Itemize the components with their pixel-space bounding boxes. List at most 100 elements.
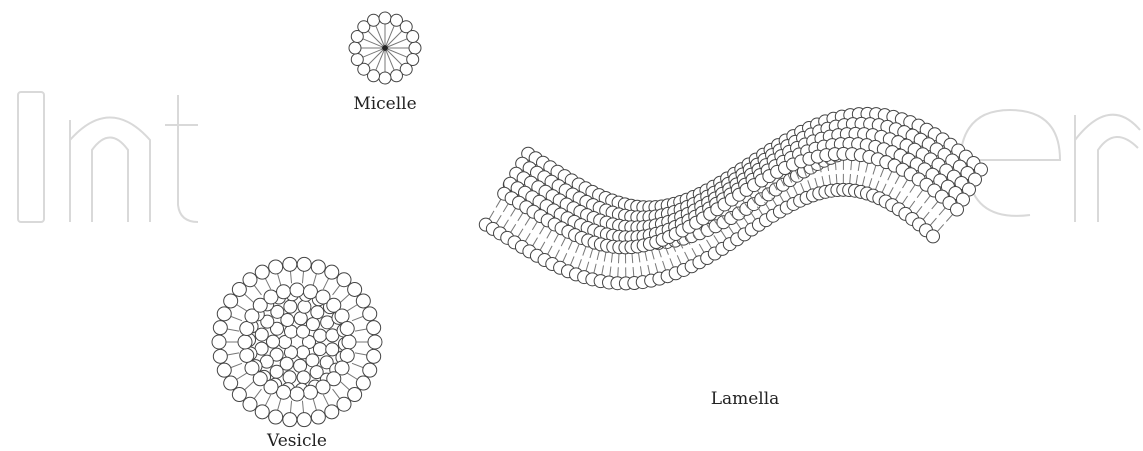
lipid-tail (721, 231, 726, 239)
lipid-tail (323, 395, 328, 406)
lipid-tail (323, 278, 328, 289)
lipid-head (314, 329, 327, 342)
lipid-tail (503, 204, 508, 212)
lipid-tail (946, 214, 952, 221)
lipid-tail (525, 217, 530, 225)
lipid-tail (793, 186, 797, 195)
lipid-tail (862, 176, 864, 185)
lipid-tail (313, 399, 316, 411)
lipid-head (217, 307, 231, 321)
lipid-tail (347, 305, 357, 311)
lipid-tail (540, 226, 545, 234)
lipid-head (283, 257, 297, 271)
lipid-tail (917, 190, 923, 198)
lipid-head (213, 321, 227, 335)
lipid-tail (772, 198, 777, 206)
lipid-head (368, 14, 380, 26)
lipid-head (238, 335, 252, 349)
lipid-tail (532, 222, 537, 230)
lipid-tail (786, 190, 790, 198)
lipid-head (316, 380, 330, 394)
lipid-head (367, 349, 381, 363)
lipid-tail (333, 389, 340, 399)
lipid-head (325, 265, 339, 279)
lipid-head (297, 257, 311, 271)
lipid-tail (692, 248, 696, 256)
lipid-tail (648, 265, 650, 274)
lipid-head (311, 410, 325, 424)
lipid-tail (302, 401, 303, 413)
lipid-tail (290, 271, 291, 283)
lipid-tail (889, 187, 893, 195)
lipid-tail (561, 238, 565, 246)
lipid-tail (645, 252, 647, 261)
lipid-tail (939, 208, 945, 215)
lipid-head (297, 413, 311, 427)
lipid-tail (548, 246, 552, 254)
lipid-head (245, 361, 259, 375)
lipid-head (306, 318, 319, 331)
lipid-tail (765, 202, 770, 210)
lipid-head (213, 349, 227, 363)
lipid-tail (850, 174, 851, 183)
lipid-tail (313, 274, 316, 286)
lipid-tail (265, 278, 270, 289)
lipid-head (340, 348, 354, 362)
lipid-head (269, 260, 283, 274)
lipid-tail (728, 226, 733, 234)
lipid-head (351, 53, 363, 65)
lipid-tail (237, 373, 247, 379)
lipid-head (311, 306, 324, 319)
lipid-tail (655, 263, 658, 272)
lipid-head (269, 410, 283, 424)
lipid-head (283, 413, 297, 427)
lipid-head (348, 282, 362, 296)
lipid-tail (882, 184, 886, 193)
lipid-tail (602, 265, 604, 274)
lipid-tail (555, 250, 559, 258)
lipid-head (270, 365, 283, 378)
lipid-head (290, 283, 304, 297)
lipid-head (303, 385, 317, 399)
lipid-head (277, 285, 291, 299)
lipid-tail (685, 252, 689, 261)
lipid-tail (750, 211, 755, 219)
lipid-head (313, 343, 326, 356)
lipid-head (407, 31, 419, 43)
lipid-tail (869, 178, 872, 187)
lipid-tail (302, 271, 303, 283)
lipid-tail (851, 161, 852, 170)
lipid-tail (924, 196, 930, 204)
lipid-tail (633, 267, 634, 276)
lipid-head (298, 300, 311, 313)
lipid-tail (496, 215, 501, 223)
lipid-tail (604, 252, 606, 261)
lipid-tail (618, 267, 619, 276)
lipid-tail (866, 163, 868, 172)
lipid-tail (858, 162, 860, 171)
lipid-head (335, 309, 349, 323)
lipid-head (950, 203, 963, 216)
lipid-tail (570, 256, 574, 265)
lipid-tail (757, 207, 762, 215)
lipid-tail (231, 363, 242, 367)
lipid-tail (835, 161, 836, 170)
lipid-tail (677, 255, 681, 264)
lipid-tail (227, 353, 239, 355)
lipid-tail (640, 266, 641, 275)
lipid-head (294, 312, 307, 325)
lipid-head (285, 325, 298, 338)
lipid-tail (875, 181, 878, 190)
lipid-tail (937, 224, 943, 231)
lipid-head (390, 70, 402, 82)
lipid-head (267, 335, 280, 348)
lipid-tail (496, 199, 501, 207)
lipid-tail (237, 305, 247, 311)
lipid-tail (227, 329, 239, 331)
lipid-tail (503, 220, 508, 228)
lipid-tail (808, 180, 811, 189)
lipid-tail (923, 212, 929, 219)
lipid-tail (352, 363, 363, 367)
lipid-head (363, 363, 377, 377)
lipid-head (368, 335, 382, 349)
